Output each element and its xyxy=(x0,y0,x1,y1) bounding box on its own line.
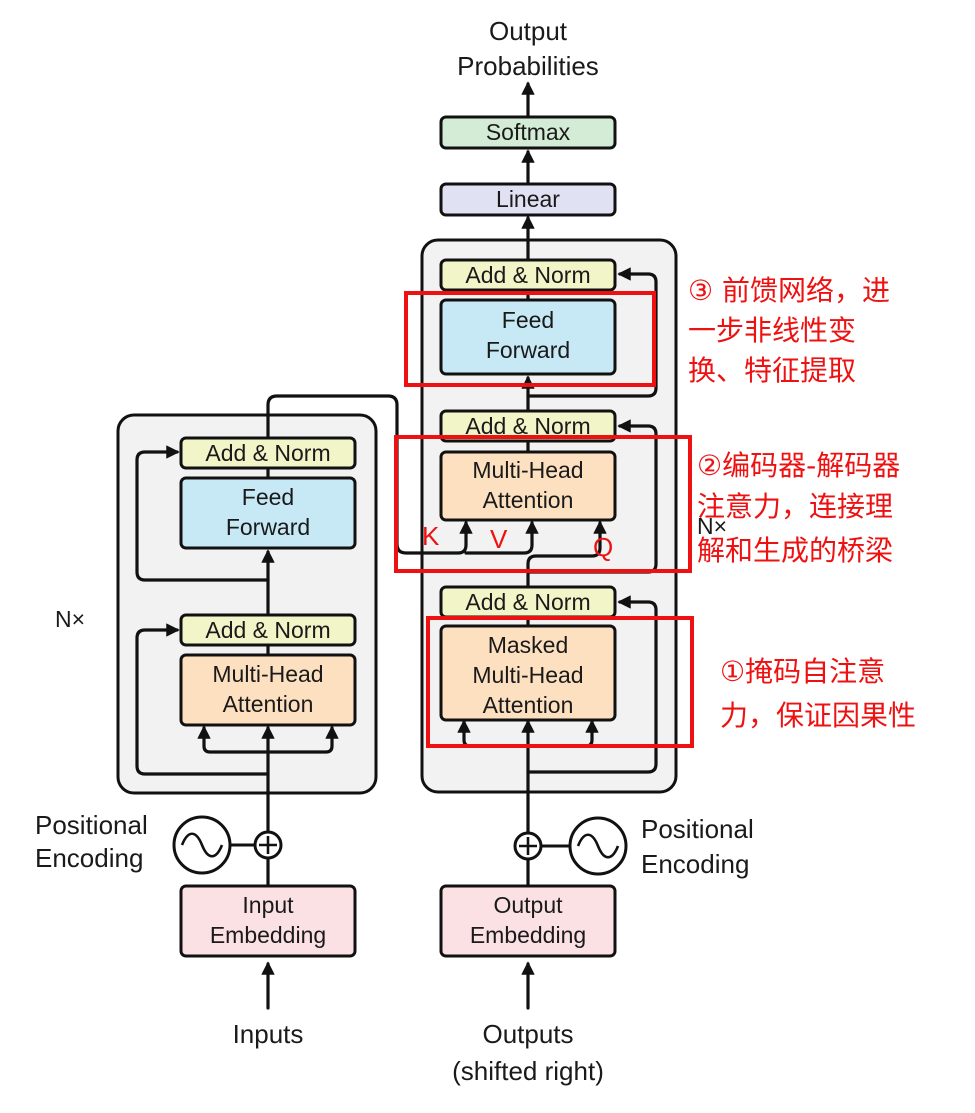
decoder-masked-line1: Masked xyxy=(488,632,569,658)
decoder-add-norm-mid-box xyxy=(439,409,617,443)
encoder-feed-forward-line1: Feed xyxy=(242,484,294,510)
encoder-add-norm-top-box xyxy=(179,436,357,470)
output-embedding-line1: Output xyxy=(493,892,563,918)
softmax-label: Softmax xyxy=(486,119,571,145)
linear-box xyxy=(439,182,617,217)
annotation-masked-line2: 力，保证因果性 xyxy=(720,699,916,732)
outputs-label: Outputs xyxy=(482,1019,573,1049)
decoder-masked-line3: Attention xyxy=(483,692,574,718)
linear-label: Linear xyxy=(496,186,560,212)
decoder-add-norm-mid: Add & Norm xyxy=(465,413,590,439)
inputs-label: Inputs xyxy=(233,1019,304,1049)
softmax-box xyxy=(439,115,617,150)
input-embedding-box xyxy=(179,884,357,958)
decoder-masked-attention-box xyxy=(439,624,617,722)
decoder-add-norm-low: Add & Norm xyxy=(465,589,590,615)
decoder-positional-line2: Encoding xyxy=(641,849,749,879)
decoder-feed-forward-line1: Feed xyxy=(502,307,554,333)
input-embedding-line2: Embedding xyxy=(210,922,326,948)
encoder-stack xyxy=(116,413,378,795)
encoder-feed-forward-line2: Forward xyxy=(226,514,310,540)
encoder-attention-box xyxy=(179,653,357,727)
highlight-masked-attention xyxy=(426,616,694,748)
encoder-attention-line2: Attention xyxy=(223,691,314,717)
encoder-positional-line1: Positional xyxy=(35,810,148,840)
highlight-cross-attention xyxy=(394,435,692,573)
decoder-cross-attention-line2: Attention xyxy=(483,487,574,513)
outputs-shifted-label: (shifted right) xyxy=(452,1056,604,1086)
decoder-add-norm-top: Add & Norm xyxy=(465,262,590,288)
value-label: V xyxy=(490,524,508,554)
highlight-feed-forward xyxy=(404,291,656,387)
decoder-masked-line2: Multi-Head xyxy=(472,662,583,688)
decoder-add-norm-top-box xyxy=(439,258,617,292)
annotation-ffn-line1: ③ 前馈网络，进 xyxy=(688,274,890,307)
encoder-attention-line1: Multi-Head xyxy=(212,661,323,687)
decoder-cross-attention-line1: Multi-Head xyxy=(472,457,583,483)
query-label: Q xyxy=(593,532,613,562)
output-probabilities-line1: Output xyxy=(489,16,568,46)
decoder-feed-forward-line2: Forward xyxy=(486,337,570,363)
output-embedding-box xyxy=(439,884,617,958)
decoder-positional-line1: Positional xyxy=(641,814,754,844)
key-label: K xyxy=(422,521,440,551)
annotation-ffn-line3: 换、特征提取 xyxy=(688,354,856,387)
annotation-cross-line2: 注意力，连接理 xyxy=(697,490,893,523)
decoder-repeat-label: N× xyxy=(697,513,727,539)
decoder-cross-attention-box xyxy=(439,450,617,522)
encoder-repeat-label: N× xyxy=(55,606,85,632)
output-embedding-line2: Embedding xyxy=(470,922,586,948)
annotation-ffn-line2: 一步非线性变 xyxy=(688,314,856,347)
encoder-add-norm-low: Add & Norm xyxy=(205,617,330,643)
annotation-cross-line3: 解和生成的桥梁 xyxy=(697,534,893,567)
encoder-add-norm-top: Add & Norm xyxy=(205,440,330,466)
encoder-feed-forward-box xyxy=(179,476,357,550)
decoder-feed-forward-box xyxy=(439,298,617,376)
encoder-positional-line2: Encoding xyxy=(35,843,143,873)
annotation-cross-line1: ②编码器-解码器 xyxy=(697,449,900,482)
input-embedding-line1: Input xyxy=(242,892,294,918)
encoder-add-norm-low-box xyxy=(179,613,357,647)
annotation-masked-line1: ①掩码自注意 xyxy=(720,655,885,688)
output-probabilities-line2: Probabilities xyxy=(457,51,599,81)
